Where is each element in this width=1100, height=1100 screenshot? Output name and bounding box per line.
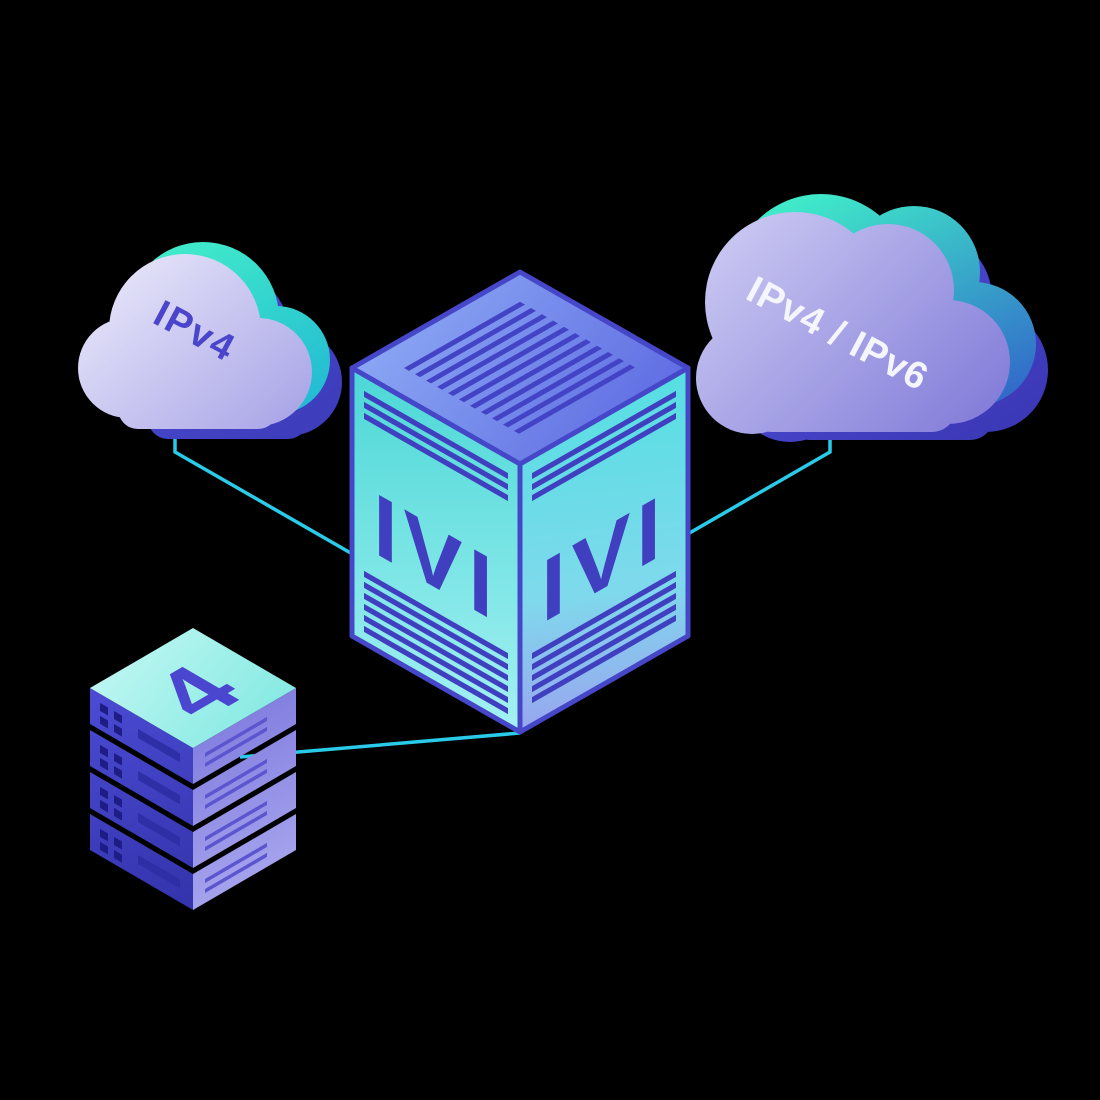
gateway-top-face-stripes <box>404 301 635 434</box>
cloud-left: IPv4 <box>78 242 342 439</box>
rack-unit-3-right-face <box>193 772 296 868</box>
gateway-right-face-stripes <box>532 390 676 704</box>
rack-unit-4-vents <box>205 842 267 894</box>
rack-unit-2-ports <box>100 744 180 805</box>
gateway-left-face-stripes <box>364 390 508 715</box>
gateway-left-face-content: IVI <box>364 390 508 715</box>
rack-unit-1-vents <box>205 716 267 768</box>
gateway-right-face-content: IVI <box>532 390 676 704</box>
rack-unit-4-right-face <box>193 814 296 910</box>
server-stack: 4 <box>90 628 296 910</box>
rack-unit-1-ports <box>100 702 180 763</box>
rack-unit-3-ports <box>100 786 180 847</box>
rack-unit-1-right-face <box>193 688 296 784</box>
cloud-right: IPv4 / IPv6 <box>696 194 1048 442</box>
rack-top-face <box>90 628 296 748</box>
rack-unit-2-right-face <box>193 730 296 826</box>
rack-unit-3-vents <box>205 800 267 852</box>
gateway-box: IVI IVI <box>349 269 691 735</box>
rack-unit-4-ports <box>100 828 180 889</box>
rack-unit-2-vents <box>205 758 267 810</box>
